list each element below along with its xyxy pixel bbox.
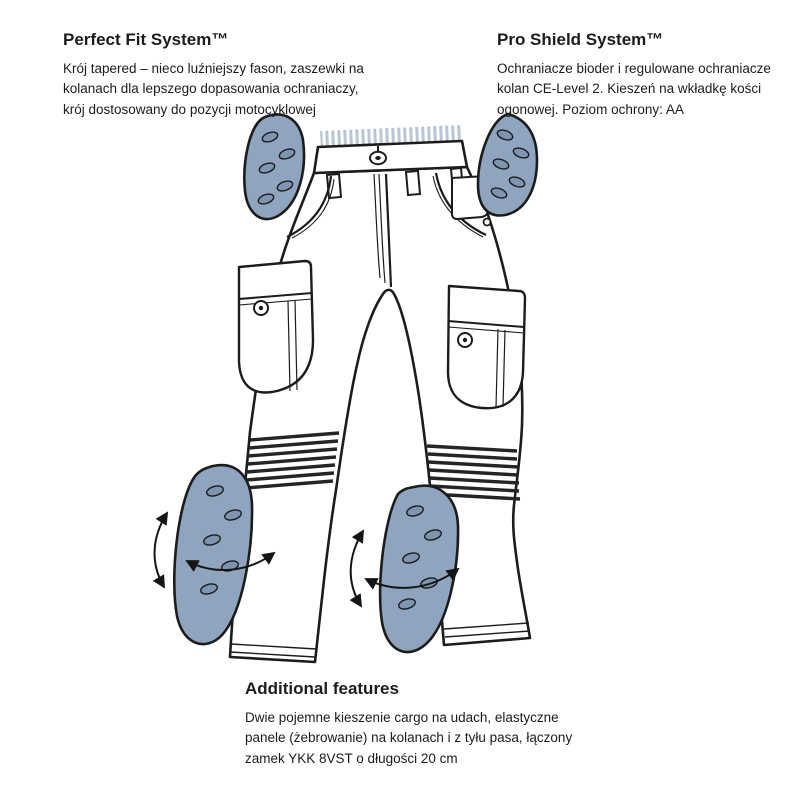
cargo-pocket-left [237, 259, 315, 394]
feature-block-additional: Additional features Dwie pojemne kieszen… [245, 679, 593, 769]
arrow-horizontal-left-icon [185, 551, 276, 572]
waistband [312, 139, 469, 175]
ribbed-panel-left [244, 431, 340, 490]
rivet-icon [482, 217, 492, 227]
feature-body-additional: Dwie pojemne kieszenie cargo na udach, e… [245, 710, 573, 766]
adjustment-arrows [152, 511, 460, 608]
feature-body-pro-shield: Ochraniacze bioder i regulowane ochrania… [497, 61, 771, 117]
cargo-pocket-right [446, 284, 527, 410]
hip-pad-left [243, 113, 306, 221]
arrow-vertical-right-icon [349, 529, 365, 608]
feature-block-pro-shield: Pro Shield System™ Ochraniacze bioder i … [497, 30, 789, 120]
arrow-vertical-left-icon [152, 511, 169, 589]
feature-title-additional: Additional features [245, 679, 399, 698]
feature-title-pro-shield: Pro Shield System™ [497, 30, 664, 49]
arrow-horizontal-right-icon [364, 567, 460, 590]
feature-block-perfect-fit: Perfect Fit System™ Krój tapered – nieco… [63, 30, 371, 120]
leg-hems [229, 622, 531, 658]
feature-body-perfect-fit: Krój tapered – nieco luźniejszy fason, z… [63, 61, 364, 117]
hip-pad-right [476, 112, 539, 217]
front-fly [373, 173, 393, 288]
feature-title-perfect-fit: Perfect Fit System™ [63, 30, 229, 49]
